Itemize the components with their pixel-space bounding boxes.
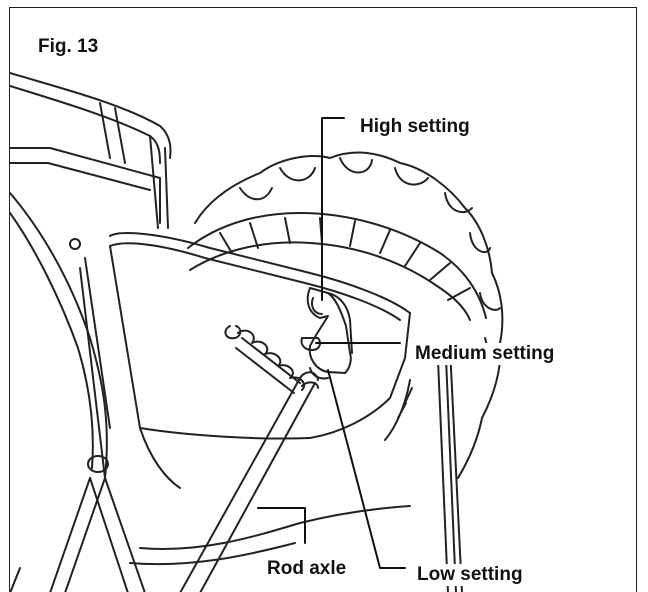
- deck-top-edge: [109, 232, 411, 314]
- frame-leg-2: [64, 477, 106, 592]
- mower-deck: [79, 232, 411, 489]
- callout-low-setting: Low setting: [415, 564, 525, 586]
- rod-axle-main-left: [179, 377, 301, 592]
- spring-end: [301, 381, 319, 389]
- rod-axle-pivot: [299, 371, 319, 381]
- tire-tread-grooves: [239, 157, 501, 356]
- handle-bar-right: [449, 347, 463, 592]
- figure-frame: Fig. 13 High setting Medium setting Low …: [9, 7, 637, 592]
- rod-axle: [179, 371, 319, 592]
- handle-bar-left-2: [445, 357, 457, 592]
- deck-chute: [79, 257, 111, 479]
- mower-height-adjustment-illustration: [10, 72, 504, 592]
- catcher-top-rail: [10, 72, 172, 159]
- height-adjustment-bracket: [300, 287, 353, 380]
- bracket-high-notch: [311, 297, 323, 315]
- deck-side-face: [309, 312, 411, 439]
- spring-hook: [224, 325, 242, 340]
- rear-flap-curve: [139, 505, 411, 550]
- frame-diagonal-2: [104, 477, 146, 592]
- figure-label: Fig. 13: [38, 36, 99, 57]
- leader-rod-axle: [257, 507, 306, 544]
- leader-low: [327, 369, 406, 569]
- callout-medium-setting: Medium setting: [413, 343, 557, 365]
- rear-wheel: [187, 151, 504, 479]
- lower-frame: [10, 455, 411, 592]
- grass-catcher: [10, 72, 172, 479]
- catcher-side-frame-inner: [10, 162, 151, 191]
- catcher-body-curve-2: [10, 212, 94, 469]
- handle-bars: [437, 347, 463, 592]
- deck-top-edge-inner: [109, 242, 401, 321]
- handle-bar-left: [437, 359, 449, 592]
- bracket-outline: [306, 287, 352, 374]
- deck-front-face: [109, 245, 311, 440]
- bracket-medium-notch: [300, 337, 321, 351]
- callout-leader-lines: [257, 117, 406, 569]
- catcher-vertical-bars: [99, 102, 169, 229]
- frame-leg-1: [49, 477, 91, 592]
- wheel-inner-ring: [189, 241, 471, 321]
- adjustment-spring: [224, 325, 319, 394]
- tire-tread-outline: [194, 151, 504, 479]
- callout-high-setting: High setting: [358, 116, 472, 138]
- frame-leg-3: [10, 567, 21, 592]
- bracket-back: [327, 292, 353, 354]
- catcher-side-frame: [10, 147, 161, 224]
- callout-rod-axle: Rod axle: [265, 558, 349, 580]
- frame-diagonal: [89, 477, 129, 592]
- leader-high: [321, 117, 345, 301]
- tire-inner-rim: [187, 212, 487, 319]
- deck-lower-edge: [139, 427, 181, 489]
- catcher-rivet: [69, 238, 81, 250]
- frame-wheel-boss: [87, 455, 109, 473]
- spring-body: [235, 337, 301, 394]
- rod-axle-main-right: [199, 382, 316, 592]
- rear-flap-curve-2: [129, 542, 296, 566]
- tire-lower-edge: [384, 379, 413, 441]
- catcher-body-curve: [10, 192, 108, 479]
- catcher-top-rail-inner: [10, 85, 161, 164]
